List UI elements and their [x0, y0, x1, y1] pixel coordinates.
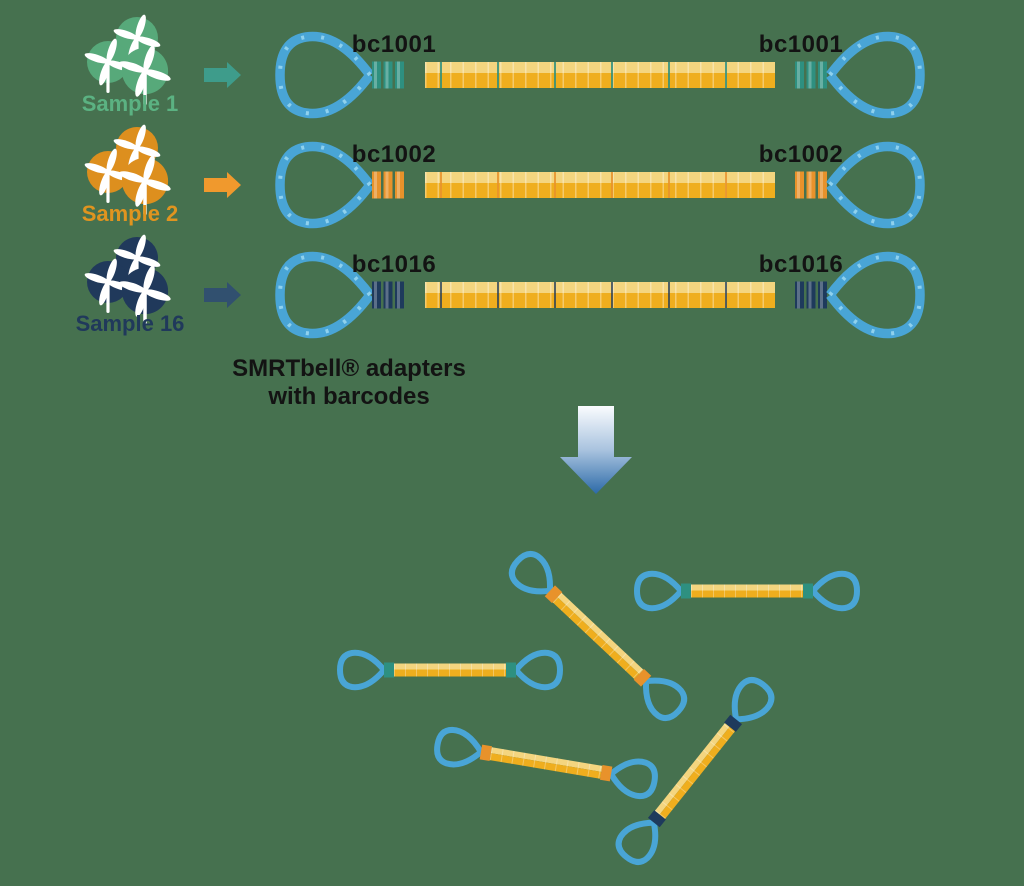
down-arrow-icon: [560, 406, 632, 494]
pooled-library: [340, 548, 857, 868]
pooled-molecule-2: [637, 574, 857, 608]
sample-1-label: Sample 1: [82, 91, 179, 116]
barcode-left: [372, 281, 404, 309]
loop-right-ticks: [828, 254, 922, 336]
sample-row-2: Sample 2 bc1002 bc1002: [82, 123, 922, 226]
dna-insert-bar: [425, 62, 775, 88]
barcode-label-right: bc1002: [759, 141, 843, 168]
barcode-label-left: bc1016: [352, 251, 436, 278]
right-arrow-icon: [204, 172, 241, 198]
caption-line-2: with barcodes: [267, 383, 429, 410]
barcode-right: [795, 281, 827, 309]
barcode-label-right: bc1016: [759, 251, 843, 278]
pooled-molecule-4: [435, 728, 658, 799]
caption-line-1: SMRTbell® adapters: [232, 355, 466, 382]
smrtbell-loop-right: [830, 36, 920, 113]
sample-row-3: Sample 16 bc1016 bc1016: [76, 233, 922, 336]
barcode-left: [372, 171, 404, 199]
dna-insert-bar: [425, 172, 775, 198]
sample-row-1: Sample 1 bc1001 bc1001: [82, 13, 922, 116]
pooled-molecule-3: [340, 653, 560, 687]
sample-2-label: Sample 2: [82, 201, 179, 226]
right-arrow-icon: [204, 62, 241, 88]
loop-right-ticks: [828, 144, 922, 226]
right-arrow-icon: [204, 282, 241, 308]
caption: SMRTbell® adapters with barcodes: [232, 355, 466, 410]
barcode-right: [795, 61, 827, 89]
pooled-molecule-5: [613, 674, 777, 867]
dna-insert-bar: [425, 282, 775, 308]
barcode-right: [795, 171, 827, 199]
barcode-label-left: bc1002: [352, 141, 436, 168]
barcode-left: [372, 61, 404, 89]
sample-16-label: Sample 16: [76, 311, 185, 336]
smrtbell-loop-right: [830, 146, 920, 223]
loop-right-ticks: [828, 34, 922, 116]
barcode-label-right: bc1001: [759, 31, 843, 58]
barcode-label-left: bc1001: [352, 31, 436, 58]
smrtbell-loop-right: [830, 256, 920, 333]
